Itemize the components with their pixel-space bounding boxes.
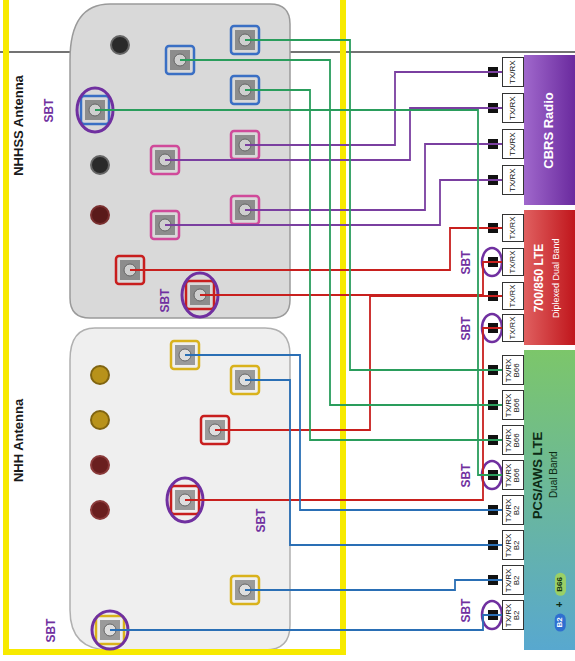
port-label: TX/RX [509,60,517,85]
wire [110,615,502,630]
port-label: TX/RX B2 [505,532,522,557]
sbt-label: SBT [460,250,473,274]
port-label: TX/RX B66 [505,357,522,382]
wire [245,380,502,545]
wire [165,180,502,225]
radio-port: TX/RX [502,248,524,276]
port-label: TX/RX B66 [505,427,522,452]
radio-title: CBRS Radio [541,92,556,169]
antenna-port [111,36,129,54]
port-label: TX/RX [509,316,517,340]
wire [130,228,502,270]
sbt-label: SBT [43,98,56,122]
radio-port: TX/RX [502,57,524,87]
port-label: TX/RX [509,96,517,121]
port-label: TX/RX B66 [505,462,522,487]
radio-title: PCS/AWS LTE [531,431,546,518]
plus-sign: + [554,601,565,607]
sbt-label: SBT [460,598,473,622]
antenna-port [91,501,109,519]
radio-port: TX/RX [502,314,524,342]
wire [200,262,502,295]
radio-port: TX/RX B66 [502,390,524,420]
antenna-port [91,206,109,224]
band-badge: B66 [554,573,565,596]
sbt-label: SBT [159,286,172,314]
radio-port: TX/RX B2 [502,565,524,595]
radio-port: TX/RX B2 [502,530,524,560]
radio-port: TX/RX [502,282,524,310]
antenna-port [91,411,109,429]
wire [185,355,502,510]
wire [245,144,502,210]
radio-panel [524,210,575,345]
radio-jacks [488,67,498,620]
radio-port: TX/RX B66 [502,425,524,455]
port-label: TX/RX [509,284,517,308]
antenna-port [91,456,109,474]
band-badge: B2 [555,613,566,631]
wire [95,110,502,475]
wire [165,108,502,160]
radio-title: 700/850 LTE [533,244,547,312]
port-label: TX/RX B2 [505,602,522,627]
sbt-label: SBT [460,463,473,487]
radio-port: TX/RX [502,93,524,123]
radio-port: TX/RX B2 [502,600,524,630]
port-label: TX/RX B66 [505,392,522,417]
rule-line [0,51,70,53]
port-label: TX/RX B2 [505,567,522,592]
wire [245,580,502,590]
port-label: TX/RX [509,250,517,274]
sbt-label: SBT [45,618,58,642]
port-label: TX/RX [509,132,517,157]
wire [245,90,502,440]
radio-port: TX/RX B66 [502,460,524,490]
radio-port: TX/RX [502,129,524,159]
radio-port: TX/RX [502,165,524,195]
antenna-title: NHHSS Antenna [11,75,26,176]
radio-title: Diplexed Dual Band [551,238,561,318]
highlight-frame [6,0,343,652]
sbt-label: SBT [460,316,473,340]
antenna-title: NHH Antenna [12,398,27,481]
port-label: TX/RX [509,216,517,240]
antenna-box: NHH Antenna [8,325,298,652]
radio-box: 700/850 LTEDiplexed Dual BandTX/RXTX/RXT… [500,210,575,345]
antenna-port [91,366,109,384]
sbt-label: SBT [255,506,268,534]
wire [215,296,502,430]
antenna-photo [70,328,290,650]
radio-box: CBRS RadioTX/RXTX/RXTX/RXTX/RX [500,55,575,205]
port-label: TX/RX B2 [505,497,522,522]
rule-line [290,51,575,53]
wire [180,60,502,405]
antenna-port [91,156,109,174]
port-label: TX/RX [509,168,517,193]
radio-port: TX/RX [502,214,524,242]
wire [185,328,502,500]
radio-port: TX/RX B2 [502,495,524,525]
antenna-box: NHHSS Antenna [8,0,298,322]
radio-title: Dual Band [547,451,559,498]
radio-port: TX/RX B66 [502,355,524,385]
